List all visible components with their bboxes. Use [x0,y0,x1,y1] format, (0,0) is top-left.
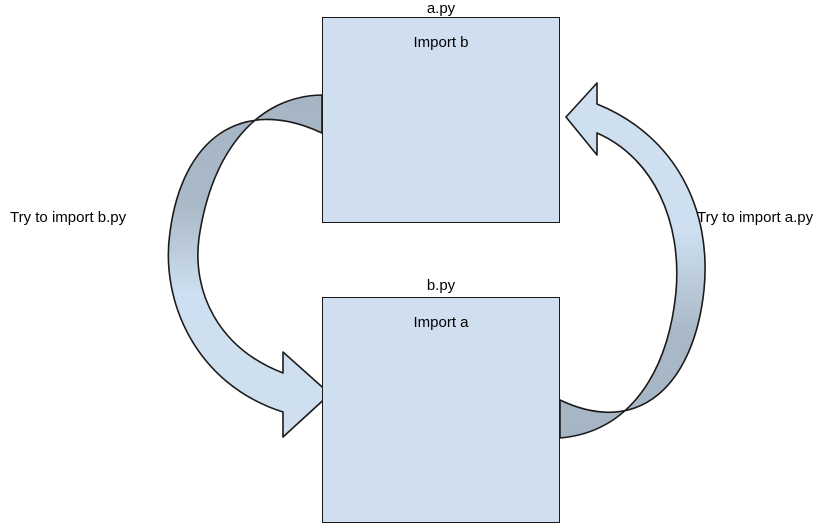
edge-label-b-to-a: Try to import a.py [697,209,814,226]
node-box-b[interactable] [322,297,560,523]
edge-label-a-to-b: Try to import b.py [10,209,127,226]
node-body-label-a: Import b [413,34,469,51]
arrow-b-to-a [559,82,706,439]
node-box-a[interactable] [322,17,560,223]
arrow-a-to-b [167,94,331,438]
node-body-label-b: Import a [413,314,469,331]
node-title-a: a.py [426,0,456,17]
node-title-b: b.py [426,277,456,294]
